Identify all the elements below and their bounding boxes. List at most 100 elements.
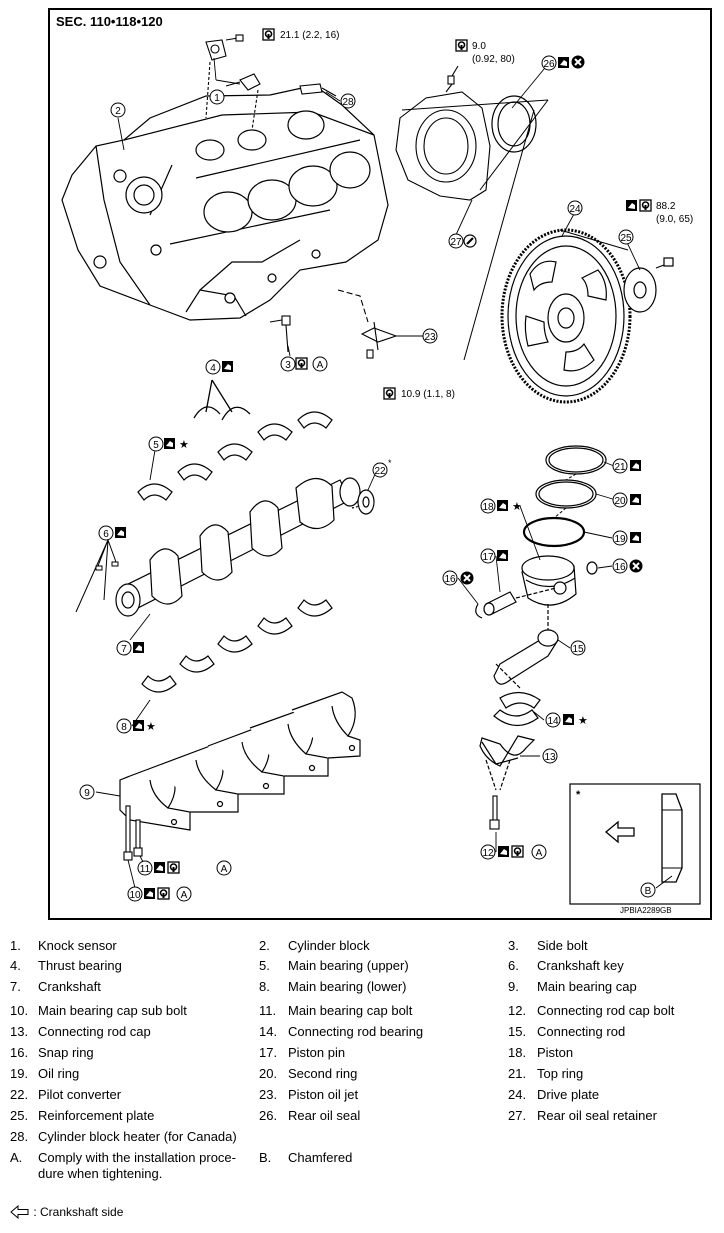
callout-17: 17 <box>480 548 496 564</box>
legend-number: 6. <box>508 958 519 973</box>
torque-wrench-icon <box>455 39 468 52</box>
oil-can-icon <box>626 200 637 211</box>
callout-7: 7 <box>116 640 132 656</box>
svg-text:★: ★ <box>146 721 156 733</box>
footnote-text: : Crankshaft side <box>33 1205 124 1219</box>
svg-text:B: B <box>645 886 652 897</box>
callout-8: 8 <box>116 718 132 734</box>
legend-number: 26. <box>259 1108 278 1123</box>
legend-label: Connecting rod cap <box>38 1024 151 1039</box>
legend-number: 11. <box>259 1003 277 1018</box>
main-bearing-lower <box>141 599 333 693</box>
callout-26: 26 <box>541 55 557 71</box>
inset-star: * <box>576 789 581 801</box>
svg-text:14: 14 <box>547 716 559 727</box>
legend-number: 17. <box>259 1045 278 1060</box>
legend-number: 19. <box>10 1066 29 1081</box>
oil-can-icon <box>563 714 574 725</box>
connecting-rod-cap-bolt <box>489 795 500 830</box>
svg-text:A: A <box>317 360 324 371</box>
callout-A-10: A <box>176 886 192 902</box>
callout-27: 27 <box>448 233 464 249</box>
callout-16a: 16 <box>442 570 458 586</box>
snap-ring <box>475 561 598 619</box>
callout-14: 14 <box>545 712 561 728</box>
callout-15: 15 <box>570 640 586 656</box>
torque-23: 10.9 (1.1, 8) <box>401 389 455 400</box>
svg-text:8: 8 <box>121 722 127 733</box>
connecting-rod-cap <box>479 735 536 791</box>
callout-12: 12 <box>480 844 496 860</box>
legend-label: Connecting rod cap bolt <box>537 1003 675 1018</box>
callout-3: 3 <box>280 356 296 372</box>
callout-11: 11 <box>137 860 153 876</box>
legend-number: A. <box>10 1150 23 1165</box>
oil-can-icon <box>497 550 508 561</box>
figure-code: JPBIA2289GB <box>620 906 672 915</box>
legend-number: 20. <box>259 1066 278 1081</box>
legend-label: Chamfered <box>288 1150 353 1165</box>
second-ring <box>535 479 597 509</box>
legend-number: 22. <box>10 1087 29 1102</box>
legend-label: Cylinder block <box>288 938 370 953</box>
legend-number: 18. <box>508 1045 527 1060</box>
callout-16b: 16 <box>612 558 628 574</box>
legend-label: Comply with the installation proce- <box>38 1150 236 1165</box>
legend-label: Side bolt <box>537 938 588 953</box>
svg-text:18: 18 <box>482 502 494 513</box>
oil-can-icon <box>133 720 144 731</box>
callout-A-12: A <box>531 844 547 860</box>
legend-number: 13. <box>10 1024 29 1039</box>
legend-label: Connecting rod bearing <box>288 1024 424 1039</box>
torque-wrench-icon <box>511 845 524 858</box>
legend-number: 10. <box>10 1003 29 1018</box>
torque-values: 21.1 (2.2, 16) 9.0 (0.92, 80) 88.2 (9.0,… <box>280 30 693 400</box>
legend-number: 3. <box>508 938 519 953</box>
legend-label: Crankshaft <box>38 979 101 994</box>
oil-can-icon <box>630 494 641 505</box>
torque-wrench-icon <box>262 28 275 41</box>
legend-label: Main bearing cap bolt <box>288 1003 413 1018</box>
callout-6: 6 <box>98 525 114 541</box>
callout-A-11: A <box>216 860 232 876</box>
callout-24: 24 <box>567 200 583 216</box>
legend-label: Piston oil jet <box>288 1087 359 1102</box>
legend-number: 27. <box>508 1108 527 1123</box>
legend-number: 28. <box>10 1129 29 1144</box>
main-bearing-upper <box>137 411 333 501</box>
svg-text:24: 24 <box>569 204 581 215</box>
torque-26a: 9.0 <box>472 41 486 52</box>
svg-text:1: 1 <box>214 93 220 104</box>
piston-pin <box>483 587 557 616</box>
svg-text:25: 25 <box>620 233 632 244</box>
crankshaft-side-arrow-icon <box>604 820 635 844</box>
sealant-icon <box>462 233 478 249</box>
svg-text:6: 6 <box>103 529 109 540</box>
oil-can-icon <box>630 460 641 471</box>
legend-number: 14. <box>259 1024 278 1039</box>
callout-13: 13 <box>542 748 558 764</box>
knock-sensor <box>205 34 261 131</box>
legend-number: 15. <box>508 1024 527 1039</box>
oil-can-icon <box>498 846 509 857</box>
callout-2: 2 <box>110 102 126 118</box>
legend-number: B. <box>259 1150 272 1165</box>
legend-label: Piston <box>537 1045 574 1060</box>
torque-wrench-icon <box>167 861 180 874</box>
oil-can-icon <box>133 642 144 653</box>
torque-wrench-icon <box>295 357 308 370</box>
torque-26b: (0.92, 80) <box>472 54 515 65</box>
torque-25a: 88.2 <box>656 201 676 212</box>
legend-number: 4. <box>10 958 21 973</box>
svg-text:9: 9 <box>84 788 90 799</box>
legend-label: Pilot converter <box>38 1087 122 1102</box>
legend-number: 25. <box>10 1108 29 1123</box>
legend-label: Second ring <box>288 1066 358 1081</box>
callout-5: 5 <box>148 436 164 452</box>
legend-number: 21. <box>508 1066 527 1081</box>
legend-label: Connecting rod <box>537 1024 626 1039</box>
replace-x-icon <box>459 570 475 586</box>
legend-number: 12. <box>508 1003 527 1018</box>
callout-B: B <box>640 882 656 898</box>
svg-text:27: 27 <box>450 237 462 248</box>
